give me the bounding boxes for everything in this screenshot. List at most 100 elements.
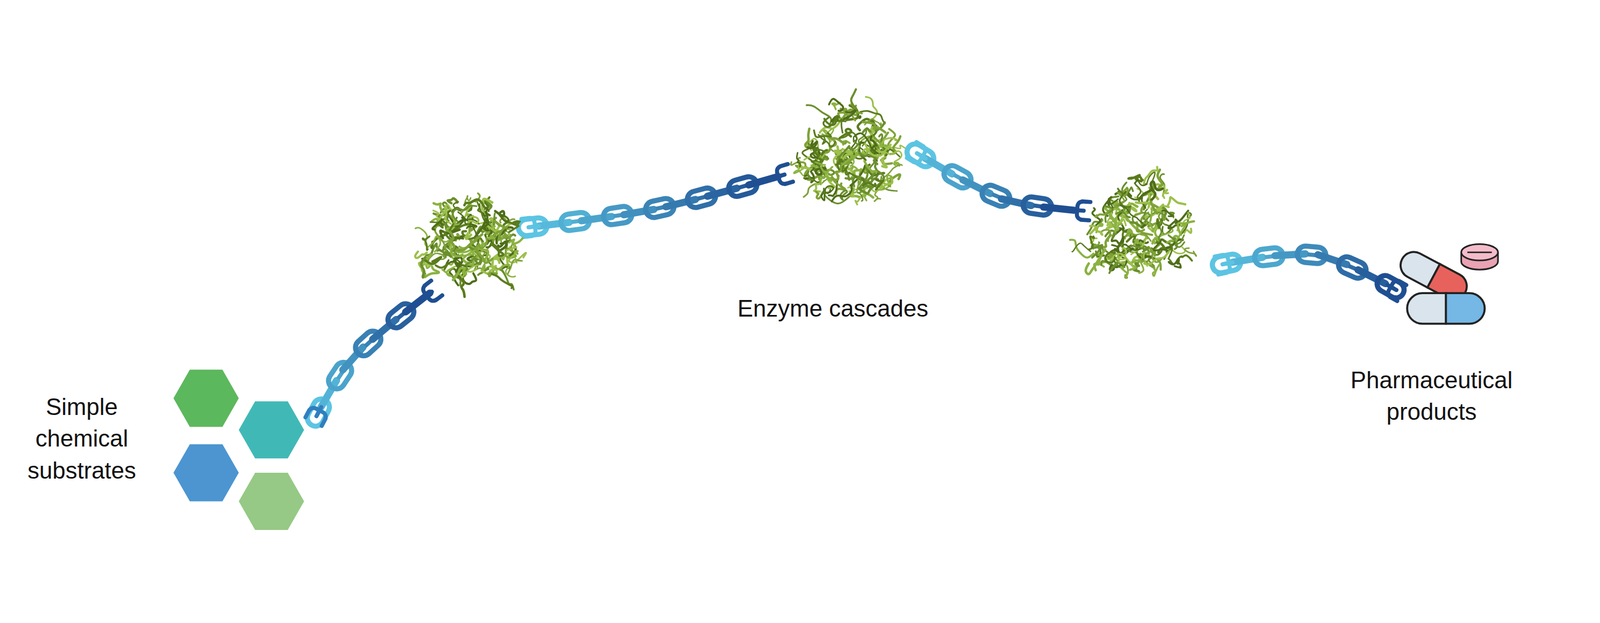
chain-link [979,182,1012,210]
tablet [1461,244,1498,270]
chain-link [1374,272,1408,301]
protein-strand [1167,197,1186,206]
protein-strand [1132,259,1145,273]
protein-strand [807,141,818,149]
protein-strand [497,212,509,222]
substrate-hexagons [173,369,304,530]
protein-strand [442,267,454,276]
protein-strand [1111,221,1123,231]
protein-strand [1121,267,1128,277]
chain-hook [1382,276,1406,301]
protein-strand [1108,198,1118,208]
protein-strand [1104,252,1116,263]
chain-hook [771,164,793,187]
protein-strand [1141,211,1165,226]
protein-strand [857,178,875,183]
protein-strand [1108,253,1113,259]
protein-strand [448,230,455,251]
protein-strand [469,240,477,245]
hexagon [173,444,239,502]
protein-strand [1158,210,1174,217]
enzymes [415,89,1197,297]
protein-strand [465,255,476,270]
chain-hook [1072,201,1091,221]
protein-strand [477,220,489,234]
protein-strand [807,173,814,180]
protein-strand [824,186,834,194]
chain-hook [418,280,443,306]
chain-link [538,222,570,227]
capsule [1407,292,1485,324]
protein-strand [492,254,498,268]
chain-guide [1226,254,1393,289]
protein-strand [831,185,853,202]
protein-strand [1144,166,1158,184]
protein-strand [491,243,504,257]
protein-strand [1133,239,1142,245]
protein-strand [836,159,842,169]
protein-strand [452,267,466,280]
protein-strand [838,144,859,158]
protein-strand [1085,259,1099,274]
protein-strand [862,178,876,187]
protein-strand [1117,188,1131,207]
protein-strand [1119,205,1143,224]
protein-strand [424,256,442,264]
protein-strand [866,96,878,120]
protein-strand [821,166,833,175]
chain-hook [305,402,330,426]
protein-strand [846,109,857,119]
protein-strand [475,237,487,249]
protein-strand [797,152,801,167]
protein-strand [494,220,507,240]
chain-hook [521,217,540,238]
protein-strand [814,182,821,192]
chain-links [304,141,1408,430]
protein-strand [1157,169,1162,189]
chain-link [342,346,363,370]
pharmaceutical-pills [1395,244,1498,324]
protein-strand [444,204,451,224]
protein-strand [505,265,516,277]
protein-strand [506,244,517,251]
protein-strand [1109,263,1118,274]
protein-strand [855,133,878,154]
protein-strand [421,257,426,278]
protein-strand [814,130,832,138]
hexagon [238,472,305,530]
protein-strand [1163,189,1169,198]
protein-strand [1168,235,1178,250]
protein-strand [829,98,844,111]
protein-strand [451,201,461,212]
protein-strand [886,150,902,162]
protein-strand [455,276,465,297]
chain-guide [532,175,781,227]
protein-strand [467,216,479,225]
protein-strand [851,89,857,110]
protein-strand [864,119,882,127]
hexagon [238,400,305,459]
protein-strand [1135,202,1151,208]
protein-strand [1176,223,1187,241]
enzyme-protein [790,89,906,205]
protein-strand [435,224,447,251]
label-text: Enzyme cascades [704,292,962,324]
protein-strand [1088,236,1095,250]
protein-strand [462,230,476,239]
protein-strand [1095,210,1110,218]
protein-strand [824,116,840,126]
protein-strand [432,219,443,230]
label-text: Simple chemical substrates [14,390,149,486]
chain-link [1335,253,1369,281]
protein-strand [882,158,887,167]
protein-strand [1175,210,1188,223]
protein-strand [514,250,519,264]
protein-strand [857,188,863,202]
protein-strand [452,205,477,222]
protein-strand [1122,247,1134,268]
protein-strand [881,137,898,145]
protein-strand [507,259,523,274]
protein-strand [1153,239,1168,251]
chain-link [1274,253,1306,256]
protein-strand [1090,225,1096,230]
